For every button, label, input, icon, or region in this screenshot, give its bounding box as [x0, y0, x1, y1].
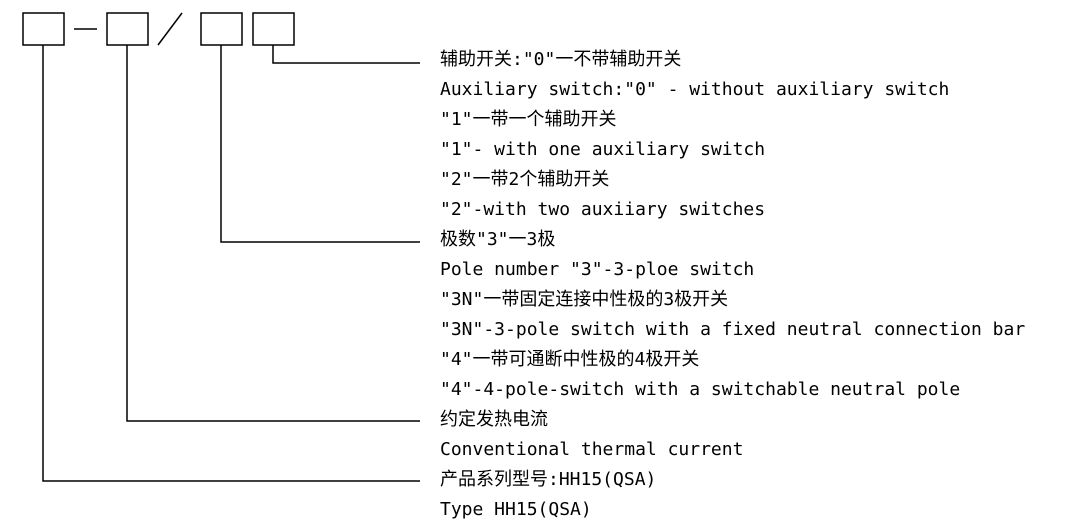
- desc-line: 约定发热电流: [440, 409, 548, 430]
- desc-line: 辅助开关:"0"一不带辅助开关: [440, 49, 682, 70]
- desc-line: Pole number "3"-3-ploe switch: [440, 259, 755, 280]
- desc-line: Type HH15(QSA): [440, 499, 592, 520]
- desc-line: 极数"3"一3极: [440, 229, 556, 250]
- desc-line: "3N"-3-pole switch with a fixed neutral …: [440, 319, 1026, 340]
- desc-line: 产品系列型号:HH15(QSA): [440, 469, 657, 490]
- leader-poles: [220, 45, 420, 243]
- leader-auxiliary: [272, 45, 420, 64]
- auxiliary-switch-description: 辅助开关:"0"一不带辅助开关 Auxiliary switch:"0" - w…: [440, 49, 949, 221]
- pole-number-description: 极数"3"一3极 Pole number "3"-3-ploe switch "…: [440, 229, 1025, 401]
- desc-line: "1"一带一个辅助开关: [440, 109, 617, 130]
- desc-line: Auxiliary switch:"0" - without auxiliary…: [440, 79, 950, 100]
- code-box-series: [22, 12, 65, 46]
- code-box-auxiliary: [252, 12, 295, 46]
- desc-line: Conventional thermal current: [440, 439, 744, 460]
- desc-line: "4"一带可通断中性极的4极开关: [440, 349, 700, 370]
- thermal-current-description: 约定发热电流 Conventional thermal current: [440, 409, 743, 461]
- product-series-description: 产品系列型号:HH15(QSA) Type HH15(QSA): [440, 469, 656, 521]
- leader-series: [42, 45, 420, 482]
- desc-line: "1"- with one auxiliary switch: [440, 139, 766, 160]
- desc-line: "2"一带2个辅助开关: [440, 169, 610, 190]
- desc-line: "4"-4-pole-switch with a switchable neut…: [440, 379, 961, 400]
- code-box-poles: [200, 12, 243, 46]
- desc-line: "2"-with two auxiiary switches: [440, 199, 766, 220]
- code-box-current: [106, 12, 149, 46]
- desc-line: "3N"一带固定连接中性极的3极开关: [440, 289, 729, 310]
- slash-separator-line: [157, 12, 183, 46]
- leader-current: [126, 45, 420, 422]
